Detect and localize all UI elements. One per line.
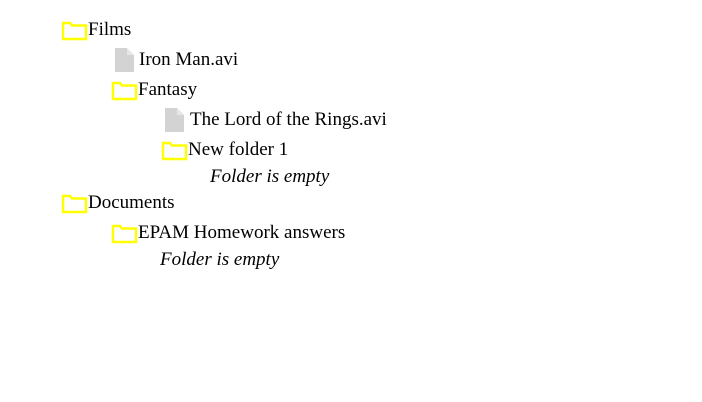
tree-folder-fantasy[interactable]: Fantasy [111, 76, 197, 104]
file-icon [164, 107, 185, 133]
file-label: Iron Man.avi [139, 49, 239, 70]
folder-icon [111, 79, 138, 101]
tree-folder-new-folder-1[interactable]: New folder 1 [161, 136, 288, 164]
empty-folder-message: Folder is empty [210, 166, 330, 187]
empty-folder-message: Folder is empty [160, 249, 280, 270]
folder-label: New folder 1 [188, 139, 289, 160]
folder-icon [61, 19, 88, 41]
folder-icon [161, 139, 188, 161]
tree-folder-epam-homework-answers[interactable]: EPAM Homework answers [111, 219, 345, 247]
tree-file-lord-of-the-rings[interactable]: The Lord of the Rings.avi [164, 106, 387, 134]
tree-folder-documents[interactable]: Documents [61, 189, 175, 217]
tree-folder-films[interactable]: Films [61, 16, 131, 44]
folder-label: Fantasy [138, 79, 198, 100]
tree-file-iron-man[interactable]: Iron Man.avi [114, 46, 238, 74]
file-icon [114, 47, 135, 73]
folder-icon [111, 222, 138, 244]
file-label: The Lord of the Rings.avi [190, 109, 387, 130]
folder-label: Documents [88, 192, 175, 213]
folder-label: EPAM Homework answers [138, 222, 346, 243]
folder-icon [61, 192, 88, 214]
folder-label: Films [88, 19, 132, 40]
